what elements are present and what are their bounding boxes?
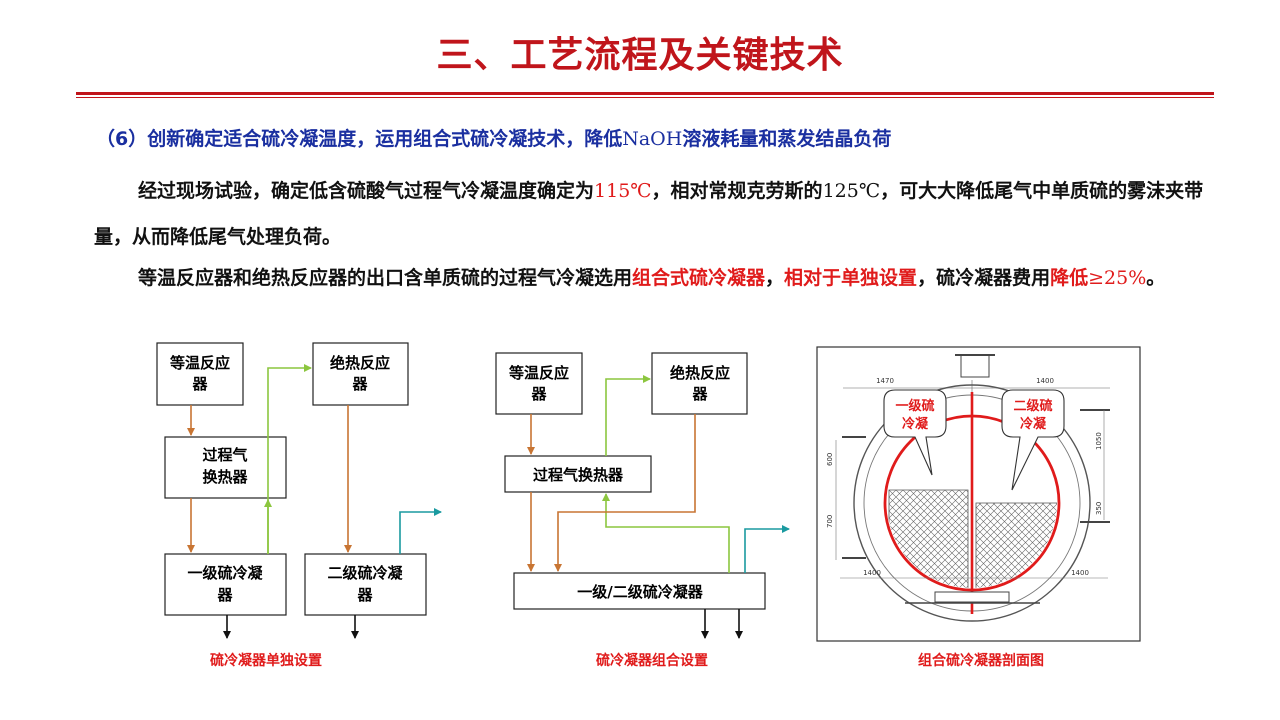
d1-first-condenser-box: 一级硫冷凝 器 [164,553,287,616]
p2-text-c: ，硫冷凝器费用 [917,267,1051,289]
d2-adiabatic-label-1: 绝热反应 [670,364,730,382]
d2-arrow-tail-gas-out [744,525,790,573]
d3-callout-first-stage: 一级硫 冷凝 [883,389,947,476]
p1-text-b: ，相对常规克劳斯的 [651,180,823,202]
d3-dim-v4: 350 [1095,502,1103,515]
diagram-separate-condensers: 等温反应 器 绝热反应 器 过程气 换热器 一级硫冷凝 器 二级硫冷凝 器 [156,342,442,639]
p1-text-c: ，可大大降低尾气中单质硫的雾沫夹带量，从而降低尾气处理负荷。 [94,180,1204,248]
d2-isothermal-label-1: 等温反应 [509,364,569,382]
title-rule-thick [76,92,1214,95]
d1-isothermal-label-2: 器 [191,375,208,393]
diagram-combined-condenser: 等温反应 器 绝热反应 器 过程气换热器 一级/二级硫冷凝器 [495,352,790,639]
subheading-prefix: （6）创新确定适合硫冷凝温度，运用组合式硫冷凝技术，降低 [96,128,623,150]
d1-second-condenser-box: 二级硫冷凝 器 [304,553,427,616]
d2-arrow-condenser-to-exchanger [602,493,730,573]
d3-dim-v2: 700 [826,515,834,528]
caption-combined-setup: 硫冷凝器组合设置 [596,653,708,669]
p1-temp-115: 115℃ [594,180,652,202]
p1-text-a: 经过现场试验，确定低含硫酸气过程气冷凝温度确定为 [138,180,595,202]
d1-cond1-label-1: 一级硫冷凝 [187,564,263,582]
p1-temp-125: 125℃ [822,180,881,202]
d3-callout2-label-1: 二级硫 [1013,398,1052,414]
caption-section-view: 组合硫冷凝器剖面图 [918,653,1044,669]
d3-dim-bl: 1400 [863,569,881,577]
d1-exchanger-label-1: 过程气 [202,446,247,464]
d1-cond2-label-2: 器 [356,586,373,604]
section-subheading: （6）创新确定适合硫冷凝温度，运用组合式硫冷凝技术，降低NaOH溶液耗量和蒸发结… [96,124,891,151]
p2-text-d: 。 [1146,267,1166,289]
d2-arrow-exchanger-to-adiabatic [605,375,651,456]
title-rule-thin [76,97,1214,98]
p2-highlight-separate: 相对于单独设置 [784,267,918,289]
d3-callout1-label-2: 冷凝 [902,416,929,432]
d3-callout-second-stage: 二级硫 冷凝 [1001,389,1065,491]
d3-dim-left: 1470 [876,377,894,385]
d1-adiabatic-label-1: 绝热反应 [330,354,390,372]
d3-dim-v3: 1050 [1095,432,1103,450]
paragraph-condensing-temperature: 经过现场试验，确定低含硫酸气过程气冷凝温度确定为115℃，相对常规克劳斯的125… [94,168,1210,260]
d3-callout2-label-2: 冷凝 [1020,416,1047,432]
d3-callout1-label-1: 一级硫 [895,398,934,414]
diagram-combined-condenser-section: 1470 1400 600 700 1050 350 1400 1400 [816,346,1141,642]
p2-text-a: 等温反应器和绝热反应器的出口含单质硫的过程气冷凝选用 [138,267,633,289]
page-title: 三、工艺流程及关键技术 [436,34,844,76]
subheading-naoh: NaOH [622,128,683,150]
p2-highlight-reduce: 降低 [1050,267,1089,289]
d1-process-gas-exchanger-box: 过程气 换热器 [164,436,287,499]
d1-adiabatic-reactor-box: 绝热反应 器 [312,342,409,406]
d3-outer-shell [853,384,1091,622]
d1-arrow-tail-gas-out [399,508,442,554]
d1-adiabatic-label-2: 器 [351,375,368,393]
d2-adiabatic-reactor-box: 绝热反应 器 [651,352,748,415]
d1-arrow-cond1-to-adiabatic [267,364,312,554]
p2-text-b: ， [765,267,785,289]
paragraph-combined-condenser: 等温反应器和绝热反应器的出口含单质硫的过程气冷凝选用组合式硫冷凝器，相对于单独设… [94,255,1210,301]
d2-isothermal-label-2: 器 [530,385,547,403]
d2-isothermal-reactor-box: 等温反应 器 [495,352,583,415]
d1-isothermal-reactor-box: 等温反应 器 [156,342,244,406]
d2-adiabatic-label-2: 器 [691,385,708,403]
d3-dim-right: 1400 [1036,377,1054,385]
d1-isothermal-label-1: 等温反应 [170,354,230,372]
d2-arrow-adiabatic-to-condenser [554,414,696,572]
d3-bottom-support [934,591,1010,603]
d3-top-nozzle [960,354,990,378]
d3-dim-v1: 600 [826,453,834,466]
caption-separate-setup: 硫冷凝器单独设置 [210,653,322,669]
d3-dim-br: 1400 [1071,569,1089,577]
d1-cond1-label-2: 器 [216,586,233,604]
d2-process-gas-exchanger-box: 过程气换热器 [504,455,652,493]
d2-exchanger-label: 过程气换热器 [533,466,624,484]
subheading-suffix: 溶液耗量和蒸发结晶负荷 [682,128,892,150]
d2-combined-label: 一级/二级硫冷凝器 [577,583,703,601]
p2-highlight-percent: ≥25% [1088,267,1147,289]
d1-cond2-label-1: 二级硫冷凝 [327,564,403,582]
p2-highlight-combined: 组合式硫冷凝器 [632,267,766,289]
d2-combined-condenser-box: 一级/二级硫冷凝器 [513,572,766,610]
d1-exchanger-label-2: 换热器 [202,468,248,486]
